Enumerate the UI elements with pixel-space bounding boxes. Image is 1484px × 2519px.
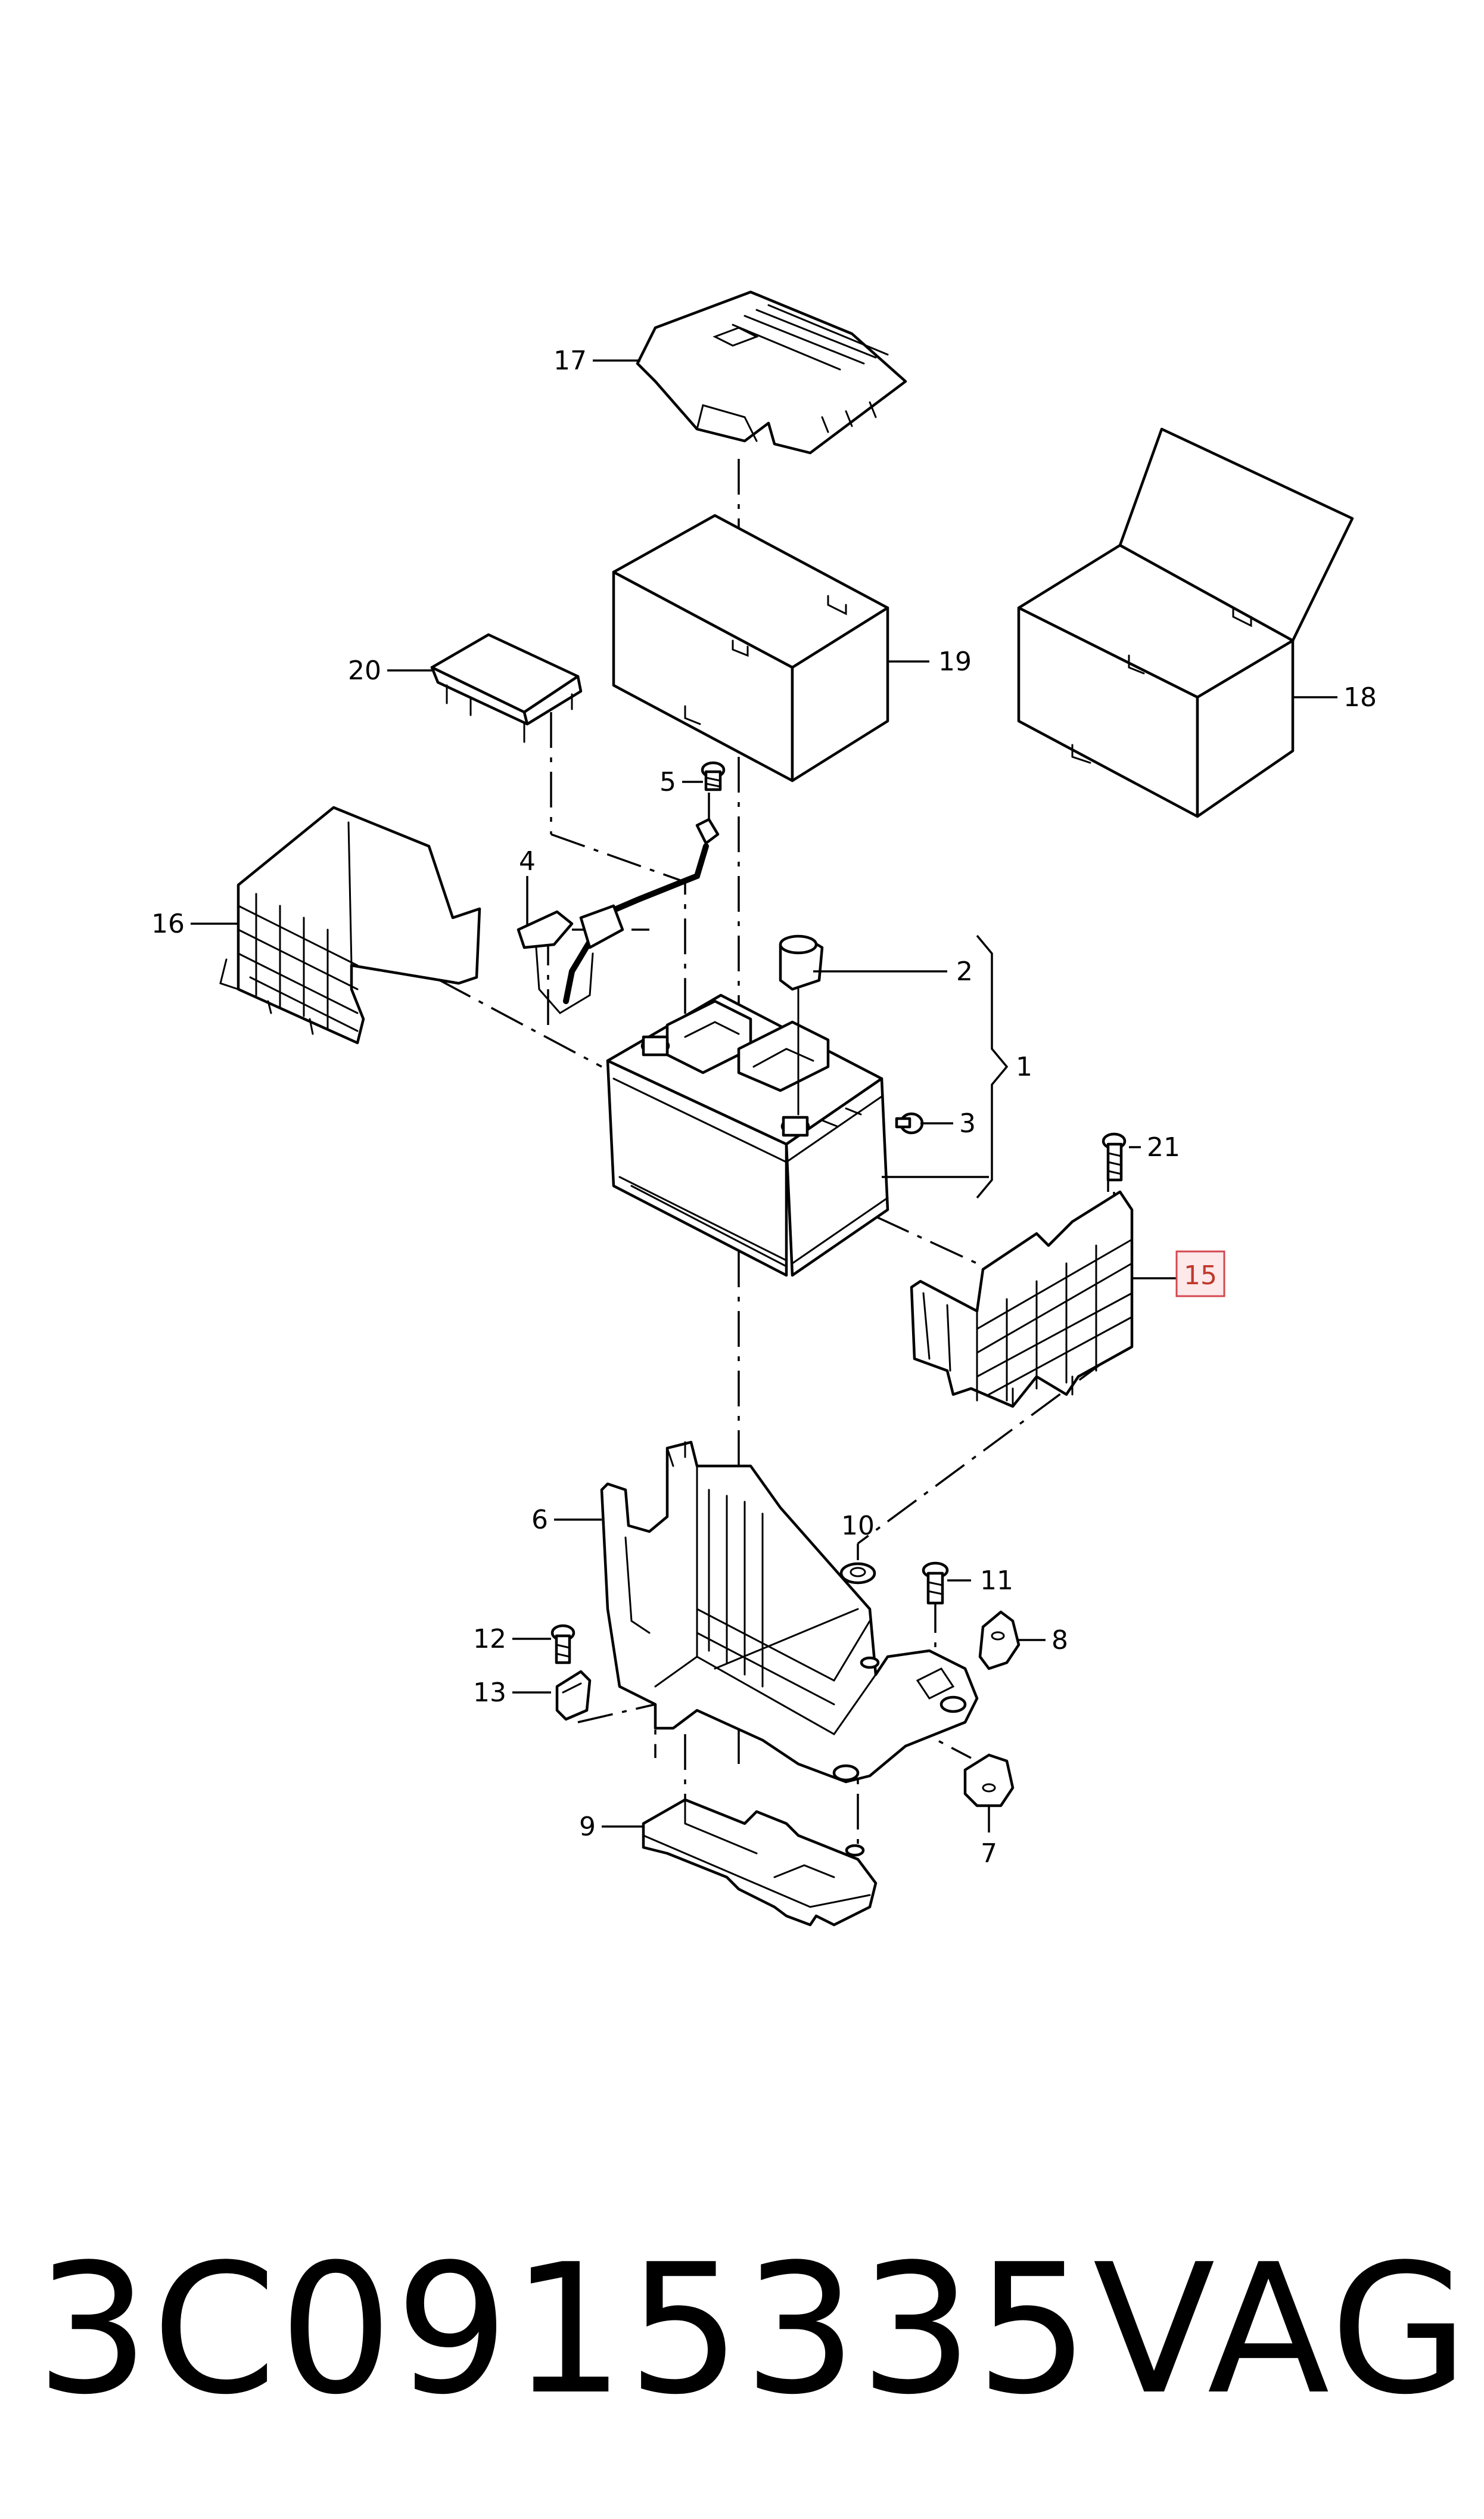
callout-19: 19 xyxy=(938,647,972,677)
callout-2: 2 xyxy=(956,956,973,987)
part-7-clamp xyxy=(963,1753,1015,1807)
callout-15-highlight-box xyxy=(1175,1250,1225,1297)
callout-3: 3 xyxy=(959,1108,976,1139)
part-17-battery-cover xyxy=(636,290,907,455)
part-9-base-plate xyxy=(642,1798,878,1927)
callout-15: 15 xyxy=(1184,1260,1217,1291)
part-3-screw xyxy=(895,1112,924,1135)
part-10-nut xyxy=(839,1562,876,1585)
callout-11: 11 xyxy=(980,1566,1013,1596)
part-15-heat-shield xyxy=(910,1190,1134,1408)
part-11-bolt xyxy=(922,1561,949,1605)
part-13-clip xyxy=(555,1670,592,1721)
part-5-bolt xyxy=(701,761,726,791)
callout-6: 6 xyxy=(531,1505,548,1535)
part-6-battery-tray xyxy=(600,1440,979,1784)
callout-20: 20 xyxy=(348,656,381,686)
callout-13: 13 xyxy=(473,1678,506,1708)
part-number: 3C0915335 xyxy=(36,2226,1092,2434)
leader-lines xyxy=(191,359,1337,1832)
callout-18: 18 xyxy=(1343,682,1377,713)
callout-1: 1 xyxy=(1016,1052,1032,1082)
callout-5: 5 xyxy=(659,767,676,797)
callout-4: 4 xyxy=(519,846,536,877)
callout-7: 7 xyxy=(981,1838,997,1869)
brand-name: VAG xyxy=(1093,2226,1472,2434)
callout-12: 12 xyxy=(473,1624,506,1654)
part-19-insulation-box xyxy=(612,514,889,782)
callout-17: 17 xyxy=(553,346,587,376)
callout-16: 16 xyxy=(151,909,185,939)
callout-9: 9 xyxy=(579,1812,596,1842)
callout-10: 10 xyxy=(841,1511,875,1541)
part-12-bolt xyxy=(550,1624,575,1664)
part-4-ground-cable xyxy=(517,818,720,1014)
part-8-clamp xyxy=(978,1610,1021,1670)
part-20-terminal-cover xyxy=(430,633,583,743)
part-1-battery xyxy=(606,993,889,1277)
part-21-bolt xyxy=(1102,1132,1127,1182)
part-18-insulation-box-open xyxy=(1017,427,1354,818)
part-2-terminal-cap xyxy=(779,934,824,1116)
callout-8: 8 xyxy=(1051,1625,1068,1655)
callout-labels: 17 19 18 20 5 4 16 2 1 3 21 15 6 10 11 8… xyxy=(151,346,1377,1869)
callout-21: 21 xyxy=(1147,1132,1180,1163)
footer: 3C0915335 VAG xyxy=(0,2205,1484,2455)
part-16-heat-shield-left xyxy=(219,806,481,1045)
